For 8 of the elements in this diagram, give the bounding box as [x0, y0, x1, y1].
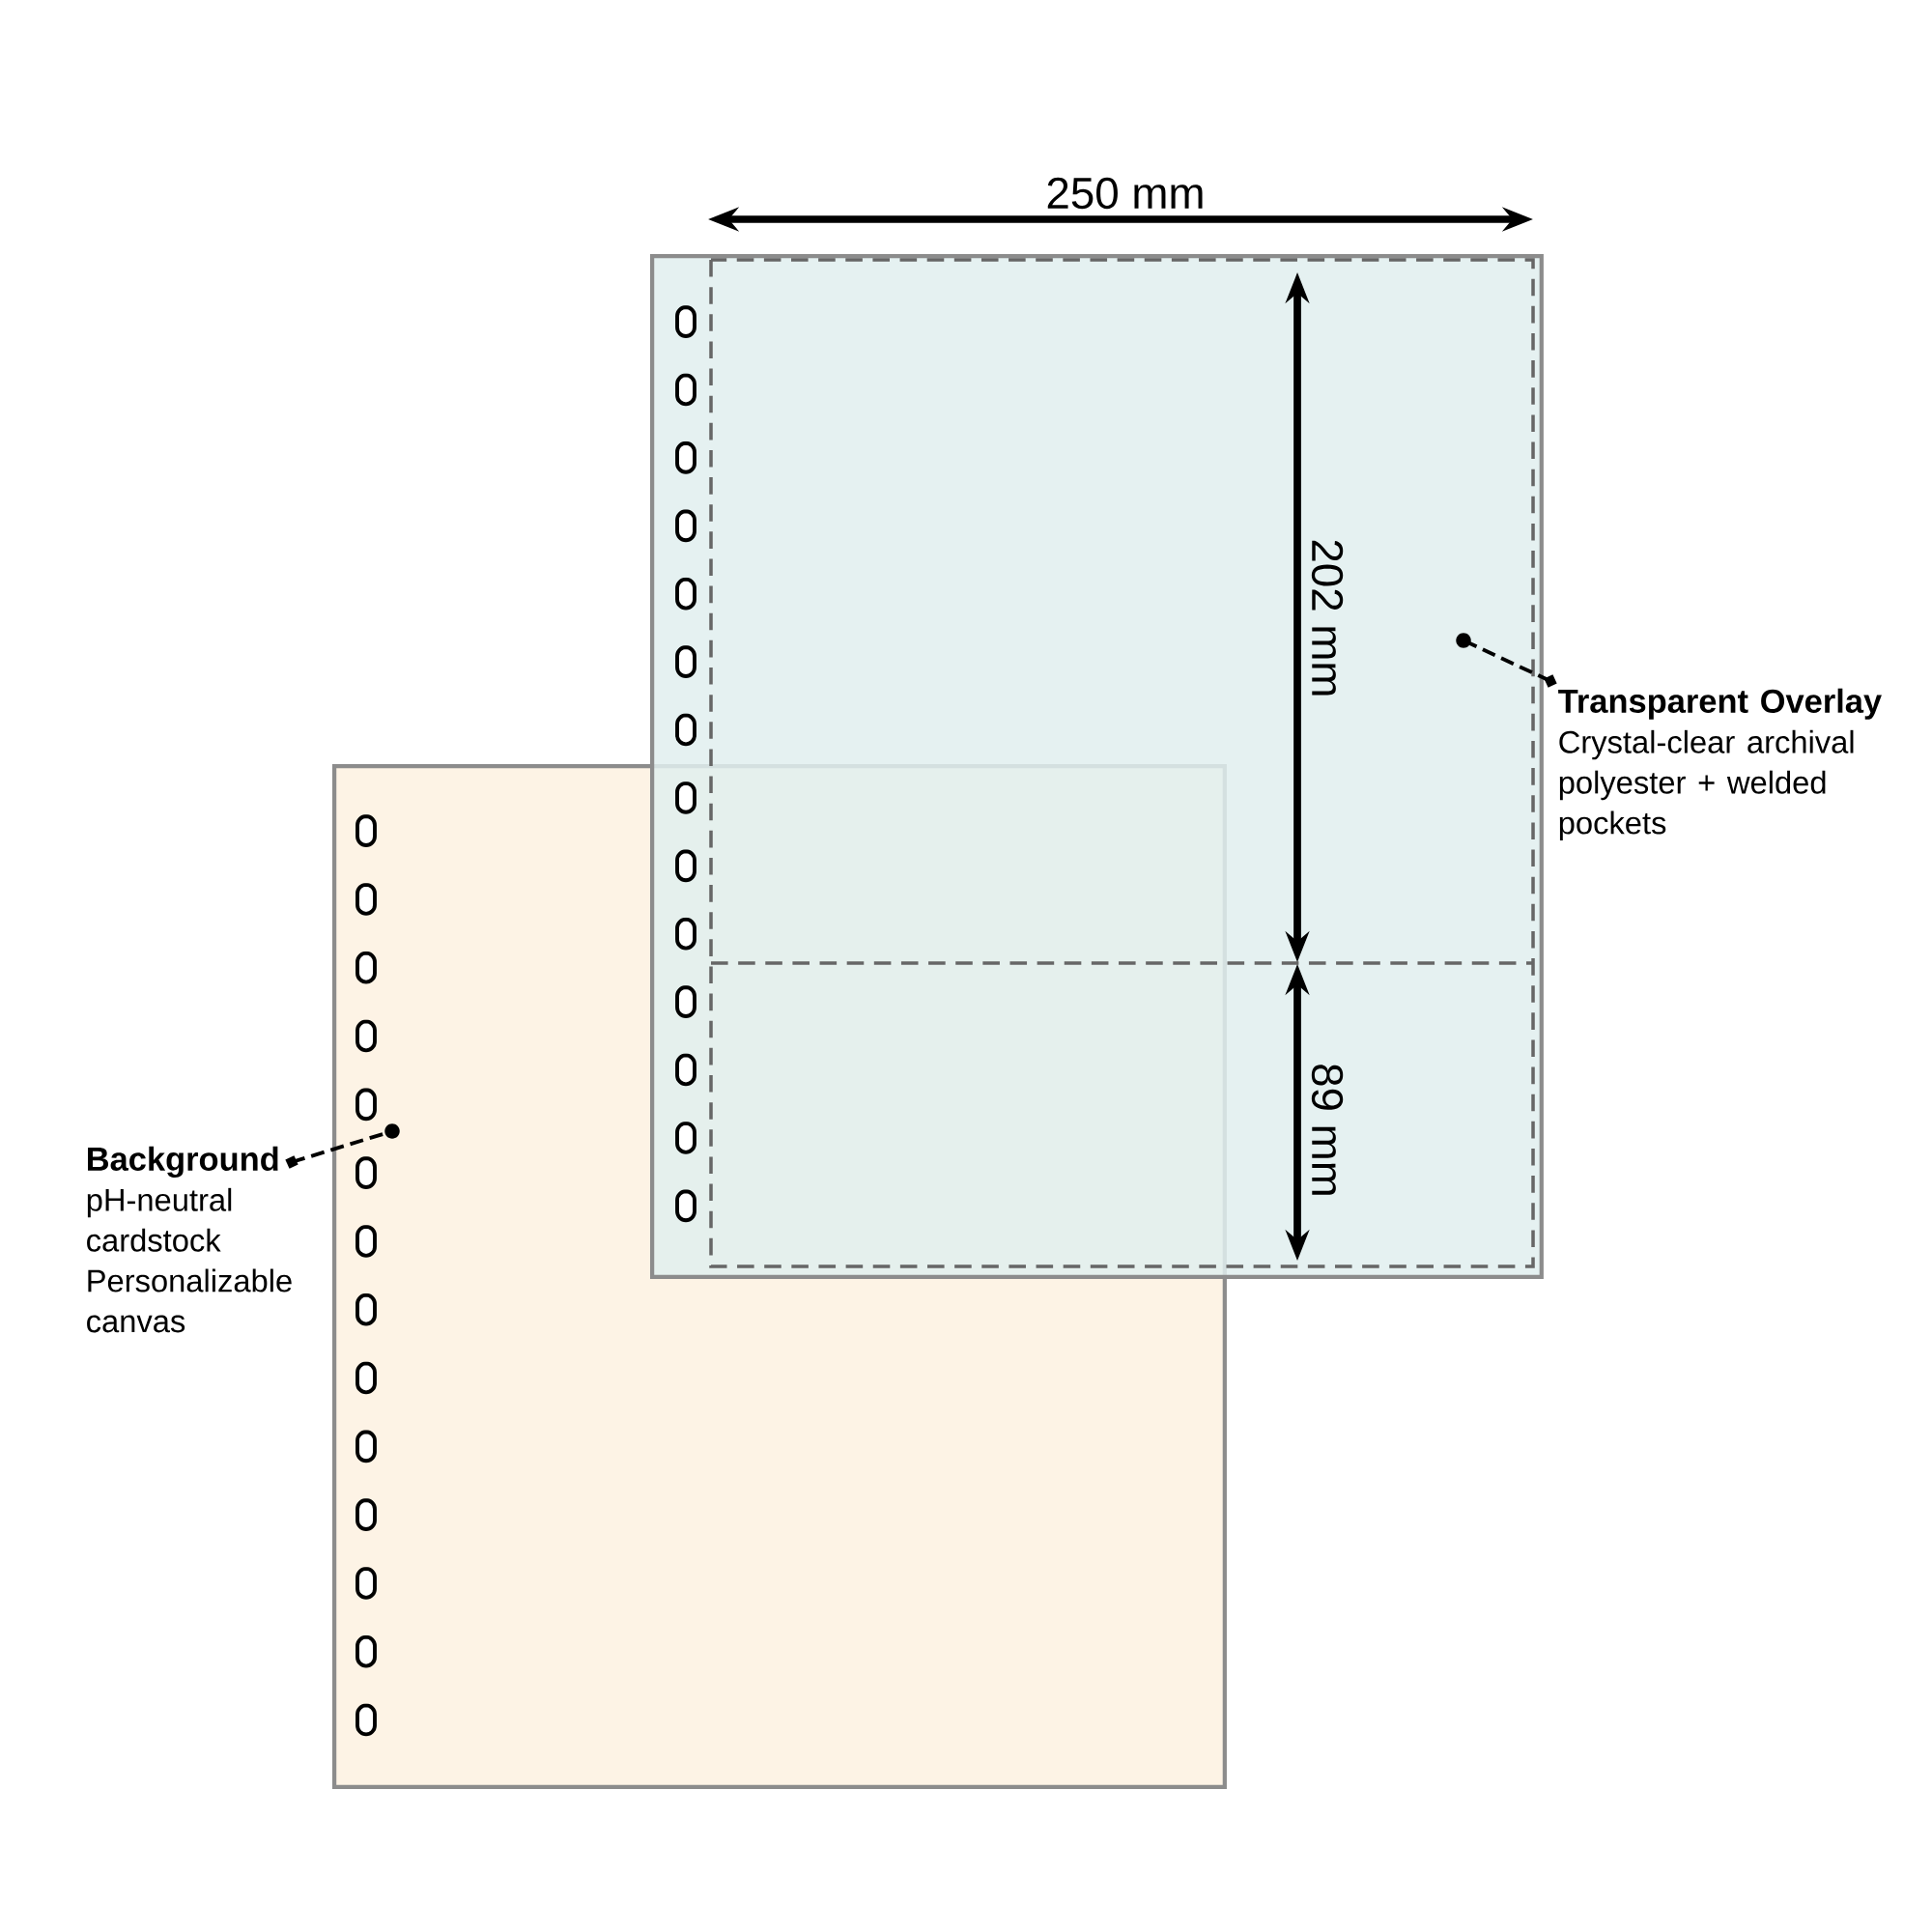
- leader-line: [285, 1123, 400, 1169]
- overlay-sheet: [650, 254, 1544, 1279]
- dimension-label: 89 mm: [1311, 1065, 1344, 1195]
- dimension-label: 202 mm: [1311, 540, 1344, 696]
- callout-text: Background pH-neutral cardstock Personalizable canvas: [87, 1146, 292, 1333]
- leader-line: [1456, 633, 1557, 688]
- dimension-label: 250 mm: [1047, 177, 1203, 210]
- callout-text: Transparent Overlay Crystal-clear archival polyester + welded pockets: [1558, 688, 1882, 840]
